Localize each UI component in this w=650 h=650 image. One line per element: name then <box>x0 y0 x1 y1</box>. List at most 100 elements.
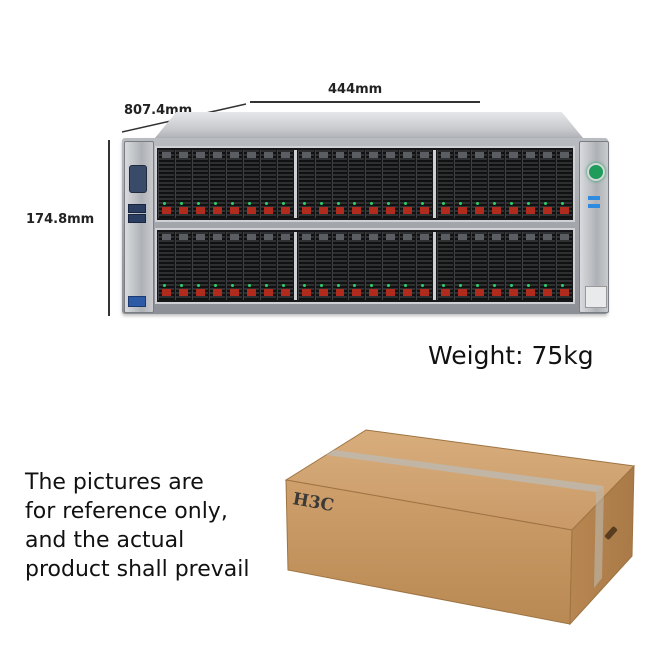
drive-bay[interactable] <box>242 232 259 300</box>
drive-activity-led-icon <box>527 284 531 287</box>
drive-bay[interactable] <box>276 232 293 300</box>
drive-bay[interactable] <box>348 232 365 300</box>
disclaimer-line: for reference only, <box>25 499 228 524</box>
power-button-icon <box>587 163 605 181</box>
drive-activity-led-icon <box>247 284 251 287</box>
drive-bay[interactable] <box>471 232 488 300</box>
disclaimer-line: and the actual <box>25 528 185 553</box>
drive-activity-led-icon <box>370 284 374 287</box>
drive-bay[interactable] <box>297 150 314 218</box>
drive-bay[interactable] <box>437 150 454 218</box>
drive-activity-led-icon <box>281 284 285 287</box>
drive-activity-led-icon <box>230 284 234 287</box>
width-label: 444mm <box>328 82 383 97</box>
drive-activity-led-icon <box>543 202 547 205</box>
drive-activity-led-icon <box>336 284 340 287</box>
drive-activity-led-icon <box>442 202 446 205</box>
drive-bay[interactable] <box>416 232 433 300</box>
drive-bay[interactable] <box>365 232 382 300</box>
vga-port-icon <box>129 165 147 193</box>
disclaimer-line: The pictures are <box>25 470 204 495</box>
drive-activity-led-icon <box>370 202 374 205</box>
drive-activity-led-icon <box>387 284 391 287</box>
drive-bay[interactable] <box>348 150 365 218</box>
status-led-icon <box>588 204 600 208</box>
drive-bay[interactable] <box>399 150 416 218</box>
drive-bay[interactable] <box>191 150 208 218</box>
drive-bay[interactable] <box>382 150 399 218</box>
drive-bay[interactable] <box>538 232 555 300</box>
bay-group-divider <box>433 232 437 300</box>
drive-bay[interactable] <box>242 150 259 218</box>
drive-bay[interactable] <box>208 232 225 300</box>
drive-bay[interactable] <box>225 232 242 300</box>
drive-bay[interactable] <box>276 150 293 218</box>
drive-activity-led-icon <box>230 202 234 205</box>
drive-bay[interactable] <box>505 150 522 218</box>
drive-bay[interactable] <box>314 232 331 300</box>
drive-activity-led-icon <box>264 284 268 287</box>
usb-port-icon <box>128 214 146 223</box>
drive-activity-led-icon <box>421 202 425 205</box>
drive-activity-led-icon <box>404 284 408 287</box>
drive-bay[interactable] <box>314 150 331 218</box>
drive-bay[interactable] <box>158 150 174 218</box>
drive-bay[interactable] <box>437 232 454 300</box>
drive-bay[interactable] <box>208 150 225 218</box>
drive-activity-led-icon <box>421 284 425 287</box>
drive-bay[interactable] <box>488 232 505 300</box>
drive-bay[interactable] <box>382 232 399 300</box>
drive-bay-row-bottom <box>155 228 575 304</box>
weight-text: Weight: 75kg <box>428 341 594 370</box>
drive-activity-led-icon <box>510 202 514 205</box>
drive-activity-led-icon <box>560 202 564 205</box>
drive-activity-led-icon <box>404 202 408 205</box>
drive-bay[interactable] <box>488 150 505 218</box>
drive-bay[interactable] <box>522 232 538 300</box>
drive-bay[interactable] <box>225 150 242 218</box>
drive-bay[interactable] <box>297 232 314 300</box>
drive-activity-led-icon <box>247 202 251 205</box>
drive-bay[interactable] <box>259 232 276 300</box>
drive-activity-led-icon <box>442 284 446 287</box>
disclaimer-line: product shall prevail <box>25 557 250 582</box>
usb-port-icon <box>128 204 146 213</box>
drive-bay[interactable] <box>399 232 416 300</box>
drive-activity-led-icon <box>459 284 463 287</box>
drive-bay[interactable] <box>555 232 572 300</box>
drive-bay[interactable] <box>454 232 471 300</box>
drive-bay[interactable] <box>416 150 433 218</box>
drive-bay[interactable] <box>471 150 488 218</box>
drive-bay[interactable] <box>174 150 191 218</box>
drive-bay[interactable] <box>505 232 522 300</box>
drive-activity-led-icon <box>476 284 480 287</box>
bay-group-divider <box>293 150 297 218</box>
drive-activity-led-icon <box>196 202 200 205</box>
width-dimension-line <box>250 101 480 103</box>
drive-activity-led-icon <box>213 284 217 287</box>
drive-activity-led-icon <box>163 284 166 287</box>
drive-bay[interactable] <box>365 150 382 218</box>
drive-bay[interactable] <box>259 150 276 218</box>
drive-bay[interactable] <box>454 150 471 218</box>
drive-bay[interactable] <box>191 232 208 300</box>
drive-activity-led-icon <box>387 202 391 205</box>
drive-bay[interactable] <box>538 150 555 218</box>
drive-bay[interactable] <box>555 150 572 218</box>
drive-bay[interactable] <box>522 150 538 218</box>
drive-bay[interactable] <box>331 232 348 300</box>
drive-activity-led-icon <box>213 202 217 205</box>
drive-activity-led-icon <box>543 284 547 287</box>
drive-bay[interactable] <box>331 150 348 218</box>
drive-activity-led-icon <box>493 284 497 287</box>
drive-bay[interactable] <box>158 232 174 300</box>
drive-bay[interactable] <box>174 232 191 300</box>
bay-group-divider <box>433 150 437 218</box>
drive-activity-led-icon <box>319 284 323 287</box>
drive-activity-led-icon <box>179 284 183 287</box>
drive-activity-led-icon <box>510 284 514 287</box>
box-handle-icon <box>604 526 618 540</box>
disclaimer-text: The pictures are for reference only, and… <box>25 468 285 584</box>
height-dimension-line <box>108 140 110 316</box>
bay-group-divider <box>293 232 297 300</box>
